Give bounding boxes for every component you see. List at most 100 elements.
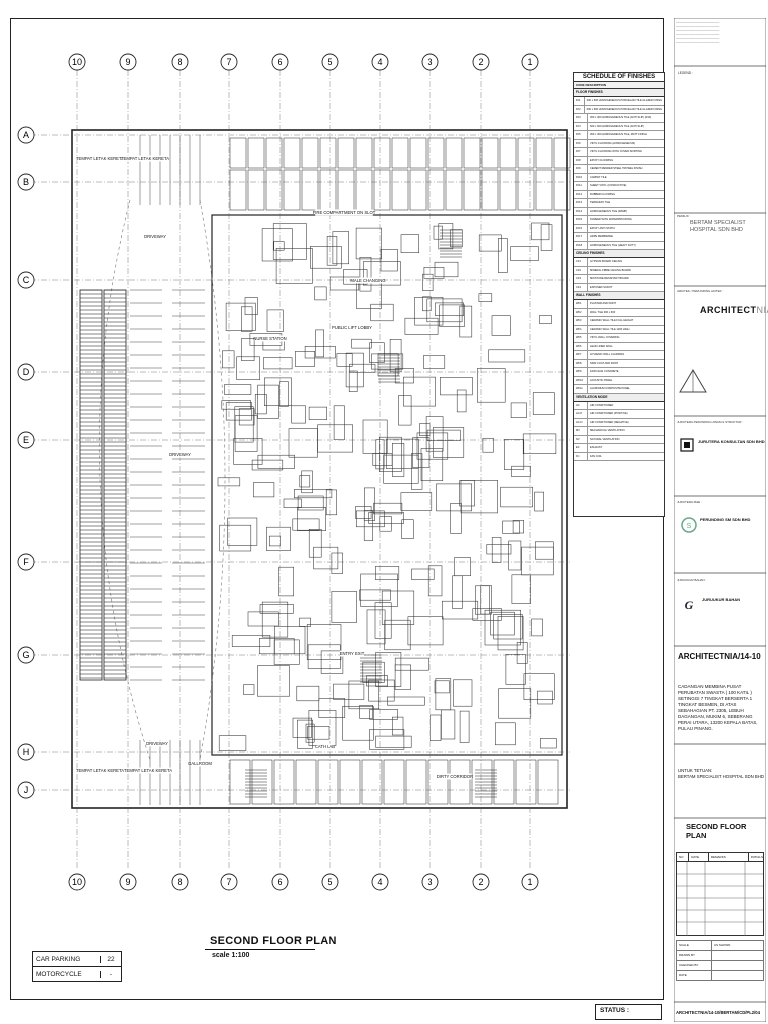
room xyxy=(493,614,523,640)
room xyxy=(292,518,320,531)
room xyxy=(553,169,571,211)
grid-bubble-column-label: 7 xyxy=(226,877,231,887)
room xyxy=(445,169,463,211)
room xyxy=(371,353,404,370)
room xyxy=(348,370,358,392)
room xyxy=(375,566,400,580)
rev-col-no: NO xyxy=(677,853,690,861)
finish-desc: LEAD LINED WALL xyxy=(590,344,613,348)
room xyxy=(380,249,398,272)
grid-bubble-column-label: 2 xyxy=(478,877,483,887)
room xyxy=(499,137,517,169)
room xyxy=(435,302,464,316)
room xyxy=(445,137,463,169)
room-label: TEMPAT LETAK KERETA xyxy=(76,156,124,161)
room xyxy=(234,415,258,452)
room xyxy=(283,169,301,211)
room xyxy=(434,261,459,278)
room-label: TEMPAT LETAK KERETA xyxy=(76,768,124,773)
room xyxy=(257,665,290,697)
revision-grid xyxy=(677,862,763,936)
room xyxy=(361,759,383,805)
room xyxy=(234,406,254,443)
info-row: CHECKED BY xyxy=(676,961,764,971)
room xyxy=(292,717,312,738)
room xyxy=(229,137,247,169)
room xyxy=(481,137,499,169)
room-label: PUBLIC LIFT LOBBY xyxy=(332,325,372,330)
finish-code: WF11 xyxy=(576,385,588,393)
grid-bubble-column-label: 8 xyxy=(177,877,182,887)
room xyxy=(362,419,388,454)
finish-desc: HDPE MEMBRANE xyxy=(590,235,613,238)
grid-bubble-column xyxy=(271,53,289,71)
finish-code: FF18 xyxy=(576,241,588,249)
room xyxy=(435,678,452,711)
room xyxy=(274,626,306,655)
finish-code: WF1 xyxy=(576,300,588,308)
room xyxy=(535,137,553,169)
room xyxy=(532,392,555,415)
finish-desc: EXHAUST xyxy=(590,446,603,449)
room xyxy=(331,552,343,574)
room xyxy=(359,589,391,601)
room xyxy=(440,377,473,396)
floor-finishes-head: FLOOR FINISHES xyxy=(574,89,664,97)
room xyxy=(374,602,392,639)
room xyxy=(372,453,393,466)
grid-bubble-row xyxy=(17,363,35,381)
room xyxy=(404,317,439,335)
room xyxy=(272,223,307,260)
room-label: DRIVEWAY xyxy=(146,741,168,746)
room xyxy=(522,433,557,454)
grid-bubble-column-label: 1 xyxy=(527,877,532,887)
grid-bubble-row xyxy=(17,126,35,144)
grid-bubble-column-label: 7 xyxy=(226,57,231,67)
room xyxy=(251,459,284,471)
room xyxy=(310,246,342,269)
finish-desc: GYPSUM BOARD CEILING xyxy=(590,260,623,263)
room xyxy=(537,759,559,805)
finish-code: WF9 xyxy=(576,368,588,376)
room xyxy=(273,759,295,805)
room-label: DRIVEWAY xyxy=(144,234,166,239)
room xyxy=(409,137,427,169)
building-outline xyxy=(71,129,568,809)
room xyxy=(383,759,405,805)
room xyxy=(488,349,526,363)
finish-desc: TERRAZZO TILE xyxy=(590,201,611,204)
finish-code: CF1 xyxy=(576,258,588,266)
room-label: NURSE STATION xyxy=(253,336,286,341)
finish-desc: CEMENT RENDER STEEL TROWEL FINISH xyxy=(590,167,643,170)
grid-bubble-column xyxy=(521,873,539,891)
mne-logo-icon: S xyxy=(681,517,697,533)
room xyxy=(394,664,411,690)
room xyxy=(355,169,373,211)
room xyxy=(342,706,374,741)
room xyxy=(227,517,258,546)
info-value xyxy=(712,971,763,980)
info-value xyxy=(712,961,763,970)
room-walls xyxy=(217,137,571,805)
room xyxy=(229,169,247,211)
room-label-bg xyxy=(77,767,123,774)
room xyxy=(400,492,433,511)
room xyxy=(394,657,429,671)
info-row: DRAWN BY xyxy=(676,951,764,961)
room xyxy=(537,690,553,705)
room xyxy=(241,306,253,332)
room xyxy=(373,502,403,515)
room-label: MALE CHANGING xyxy=(350,278,385,283)
room xyxy=(459,710,470,743)
